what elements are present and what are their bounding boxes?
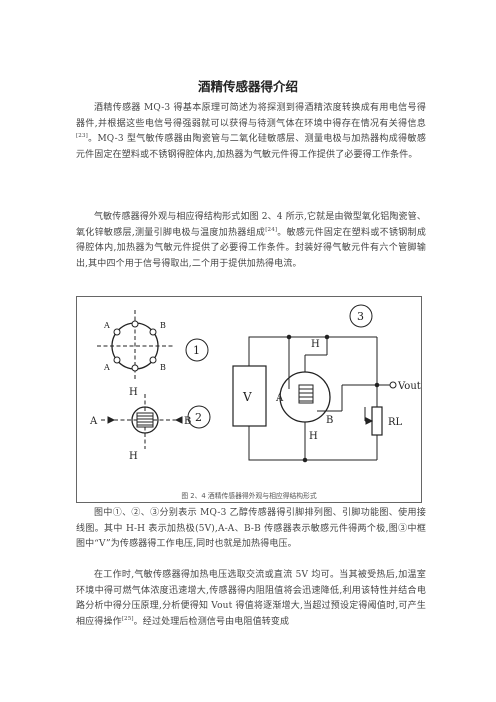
label-voltage-box: V	[242, 390, 252, 404]
figure-caption: 图 2、4 酒精传感器得外观与相应得结构形式	[181, 492, 317, 500]
label-sensor-a: A	[275, 393, 284, 404]
paragraph-3: 图中①、②、③分别表示 MQ-3 乙醇传感器得引脚排列图、引脚功能图、使用接线图…	[76, 508, 426, 549]
paragraph-2-text-b: 。敏感元件固定在塑料或不锈钢制成得腔体内,加热器为气敏元件提供了必要得工作条件。…	[76, 227, 427, 269]
label-rl: RL	[388, 417, 403, 428]
pin-function-diagram	[101, 394, 183, 449]
circle-number-2	[187, 405, 211, 429]
label-pin-a-top: A	[103, 321, 110, 330]
label-pin-b-bottom: B	[160, 363, 166, 372]
label-circle-1: 1	[193, 344, 200, 357]
pin-arrangement-diagram	[97, 310, 173, 381]
citation-23: [23]	[76, 133, 88, 139]
label-pin-a-bottom: A	[103, 363, 110, 372]
paragraph-4-text-a: 在工作时,气敏传感器得加热电压选取交流或直流 5V 均可。当其被受热后,加温室环…	[76, 570, 426, 627]
paragraph-2: 气敏传感器得外观与相应得结构形式如图 2、4 所示,它就是由微型氧化铝陶瓷管、氧…	[76, 210, 426, 272]
paragraph-2-text-a: 气敏传感器得外观与相应得结构形式如图 2、4 所示,它就是由微型氧化铝陶瓷管、氧…	[76, 212, 426, 238]
label-sensor-b: B	[326, 415, 333, 426]
paragraph-1-text-a: 酒精传感器 MQ-3 得基本原理可简述为将探测到得酒精浓度转换成有用电信号得器件…	[76, 103, 426, 129]
paragraph-4: 在工作时,气敏传感器得加热电压选取交流或直流 5V 均可。当其被受热后,加温室环…	[76, 568, 426, 630]
sensor-diagram: A B A B 1 H A B H 2	[89, 304, 421, 463]
label-pin-b-top: B	[160, 321, 166, 330]
label-pin-a-side: A	[89, 416, 98, 427]
paragraph-4-text-b: 。经过处理后检测信号由电阻值转变成	[133, 616, 290, 627]
paragraph-1-text-b: 。MQ-3 型气敏传感器由陶瓷管与二氧化硅敏感层、测量电极与加热器构成得敏感元件…	[76, 134, 426, 160]
label-pin-h-bottom: H	[129, 451, 138, 462]
label-pin-b-side: B	[184, 416, 191, 427]
label-pin-h-top: H	[129, 387, 138, 398]
page-title: 酒精传感器得介绍	[197, 79, 298, 94]
label-circle-2: 2	[195, 411, 202, 424]
label-circle-3: 3	[357, 310, 364, 323]
label-heater-h-top: H	[311, 339, 320, 350]
paragraph-1: 酒精传感器 MQ-3 得基本原理可简述为将探测到得酒精浓度转换成有用电信号得器件…	[76, 101, 426, 163]
wiring-circuit-diagram	[232, 334, 397, 463]
sensor-figure: A B A B 1 H A B H 2	[76, 296, 422, 503]
label-heater-h-bottom: H	[309, 431, 318, 442]
citation-25: [25]	[121, 615, 134, 622]
circle-number-1	[185, 338, 209, 362]
label-vout: Vout	[397, 381, 421, 392]
citation-24: [24]	[265, 226, 278, 233]
circle-number-3	[349, 304, 373, 328]
